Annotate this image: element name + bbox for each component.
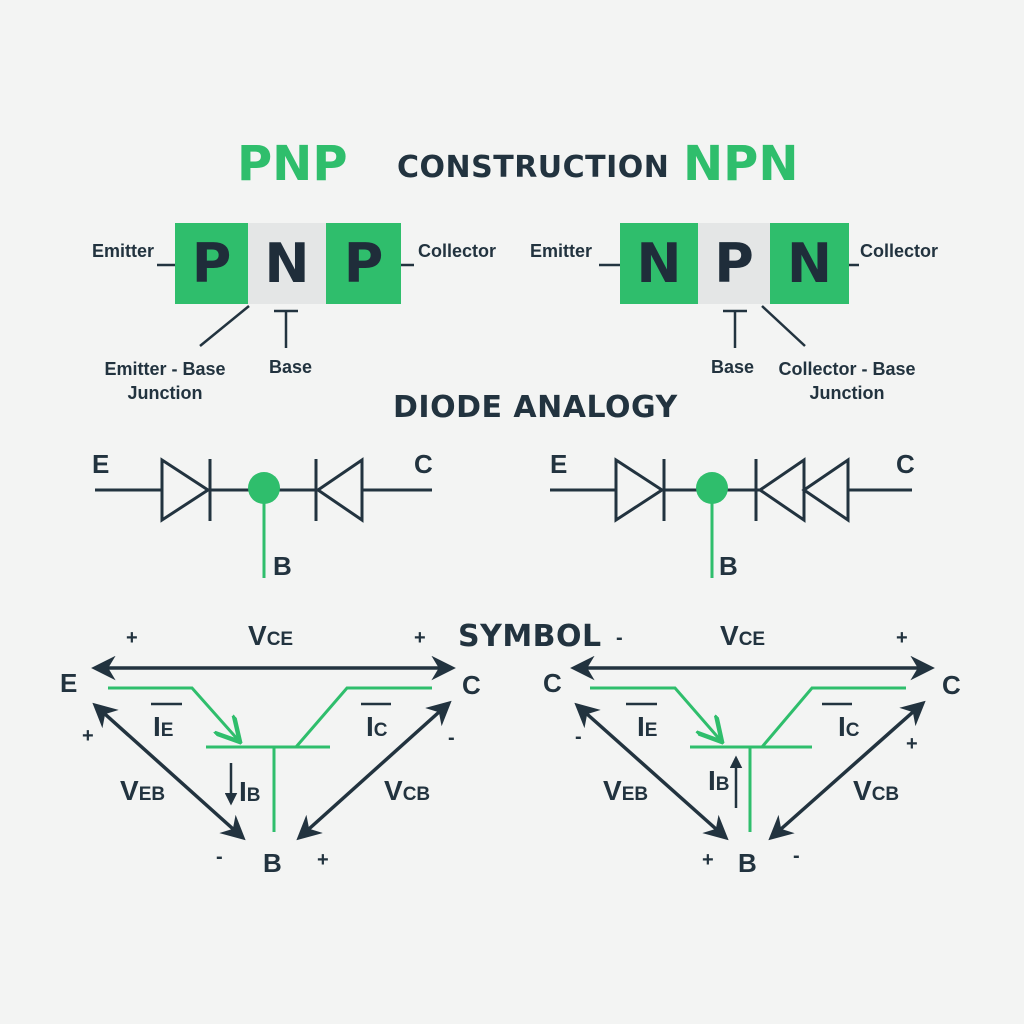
npn-vce-sign-left: - bbox=[616, 627, 623, 649]
npn-emitter-label: Emitter bbox=[530, 241, 593, 261]
npn-base-label: Base bbox=[711, 357, 755, 377]
pnp-diode-e-label: E bbox=[92, 449, 110, 479]
npn-layer-collector: N bbox=[770, 223, 849, 304]
pnp-symbol-base-node: B bbox=[263, 848, 282, 878]
pnp-ic-label: IC bbox=[366, 711, 388, 742]
symbol-heading: SYMBOL bbox=[458, 619, 602, 654]
npn-base-sign-left: + bbox=[702, 849, 714, 871]
npn-ie-label: IE bbox=[637, 711, 658, 742]
npn-symbol-arrows bbox=[570, 655, 935, 841]
npn-veb-sign-top: - bbox=[575, 726, 582, 748]
pnp-layer-emitter: P bbox=[175, 223, 248, 304]
npn-construction-leads bbox=[599, 263, 859, 348]
pnp-emitter-label: Emitter bbox=[92, 241, 155, 261]
pnp-ib-label: IB bbox=[239, 776, 261, 807]
pnp-layer-collector: P bbox=[326, 223, 401, 304]
npn-symbol-left-node: C bbox=[543, 668, 562, 698]
npn-diode-c-label: C bbox=[896, 449, 915, 479]
pnp-diode-base-node bbox=[248, 472, 280, 504]
pnp-base-sign-right: + bbox=[317, 849, 329, 871]
pnp-diode-b-label: B bbox=[273, 551, 292, 581]
npn-junction-label: Collector - Base Junction bbox=[778, 359, 916, 403]
pnp-symbol-arrows bbox=[91, 655, 456, 841]
npn-diode-circuit bbox=[550, 457, 912, 523]
pnp-collector-label: Collector bbox=[418, 241, 497, 261]
pnp-base-label: Base bbox=[269, 357, 313, 377]
npn-collector-label: Collector bbox=[860, 241, 939, 261]
npn-ib-label: IB bbox=[708, 765, 730, 796]
npn-veb-label: VEB bbox=[603, 775, 649, 806]
diode-analogy-heading: DIODE ANALOGY bbox=[393, 390, 678, 425]
npn-base-sign-right: - bbox=[793, 845, 800, 867]
pnp-current-bars bbox=[151, 702, 391, 806]
npn-vce-sign-right: + bbox=[896, 627, 908, 649]
pnp-symbol-right-node: C bbox=[462, 670, 481, 700]
npn-current-bars bbox=[626, 702, 852, 808]
npn-diode-e-label: E bbox=[550, 449, 568, 479]
pnp-junction-label: Emitter - Base Junction bbox=[104, 359, 226, 403]
pnp-symbol-transistor bbox=[108, 686, 432, 832]
pnp-vce-sign-left: + bbox=[126, 627, 138, 649]
npn-diode-base-node bbox=[696, 472, 728, 504]
pnp-vce-sign-right: + bbox=[414, 627, 426, 649]
npn-title: NPN bbox=[683, 136, 799, 192]
pnp-diode-circuit bbox=[95, 457, 432, 523]
pnp-vcb-label: VCB bbox=[384, 775, 431, 806]
pnp-vcb-sign-top: - bbox=[448, 727, 455, 749]
pnp-layer-base: N bbox=[248, 223, 326, 304]
pnp-base-sign-left: - bbox=[216, 846, 223, 868]
npn-vcb-label: VCB bbox=[853, 775, 900, 806]
npn-layer-emitter: N bbox=[620, 223, 698, 304]
pnp-symbol-left-node: E bbox=[60, 668, 78, 698]
pnp-veb-label: VEB bbox=[120, 775, 166, 806]
construction-heading: CONSTRUCTION bbox=[397, 150, 670, 185]
npn-vcb-sign-top: + bbox=[906, 733, 918, 755]
npn-symbol-base-node: B bbox=[738, 848, 757, 878]
pnp-diode-c-label: C bbox=[414, 449, 433, 479]
pnp-vce-label: VCE bbox=[248, 620, 294, 651]
pnp-construction-leads bbox=[157, 263, 414, 348]
pnp-ie-label: IE bbox=[153, 711, 174, 742]
npn-diode-b-label: B bbox=[719, 551, 738, 581]
npn-vce-label: VCE bbox=[720, 620, 766, 651]
npn-ic-label: IC bbox=[838, 711, 860, 742]
pnp-title: PNP bbox=[237, 136, 348, 192]
pnp-veb-sign-top: + bbox=[82, 725, 94, 747]
npn-layer-base: P bbox=[698, 223, 770, 304]
npn-symbol-transistor bbox=[590, 686, 906, 832]
npn-symbol-right-node: C bbox=[942, 670, 961, 700]
